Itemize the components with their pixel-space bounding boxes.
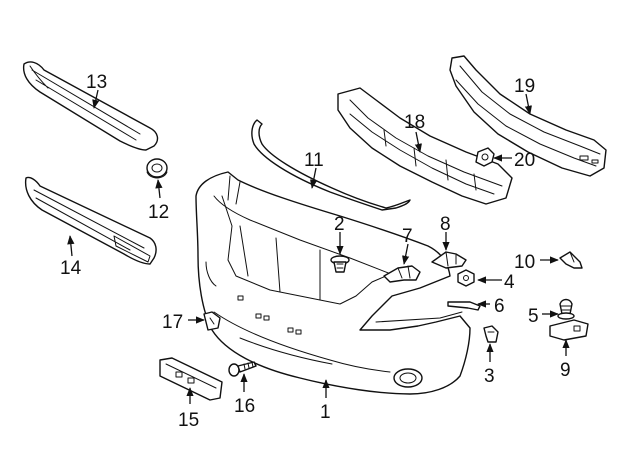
callout-14: 14 [60,258,82,279]
upper-grille-molding [22,61,159,151]
leader-19 [524,93,532,115]
clip-part-3 [483,325,499,343]
callout-3: 3 [484,366,495,387]
bracket-part-7 [383,265,421,283]
nut-part-20 [475,147,495,167]
callout-15: 15 [178,410,199,431]
leader-13 [92,89,100,109]
callout-1: 1 [320,402,331,423]
bumper-reinforcement [449,55,607,177]
callout-7: 7 [402,226,413,247]
callout-19: 19 [514,76,535,97]
strip-part-6 [447,301,481,311]
callout-12: 12 [148,202,169,223]
leader-7 [402,243,410,265]
callout-20: 20 [514,150,535,171]
bracket-part-9 [549,319,589,341]
push-clip-part-2 [330,255,350,273]
nut-part-4 [457,269,475,287]
grommet-part-12 [146,158,168,179]
callout-17: 17 [162,312,183,333]
leader-11 [310,167,318,189]
callout-8: 8 [440,214,451,235]
leader-18 [414,131,422,153]
leader-lines [67,89,570,404]
callout-9: 9 [560,360,571,381]
leader-14 [67,235,75,257]
license-plate-bracket [159,357,223,401]
bracket-part-8 [431,251,467,269]
bracket-part-10 [559,251,583,269]
callout-10: 10 [514,252,535,273]
callout-5: 5 [528,306,539,327]
screw-part-16 [228,361,257,377]
energy-absorber [337,87,513,205]
callout-16: 16 [234,396,255,417]
fastener-part-5 [557,298,575,320]
lower-grille-molding [24,176,157,265]
callout-2: 2 [334,214,345,235]
callout-18: 18 [404,112,425,133]
callout-labels: 13 12 14 11 2 7 8 18 19 20 10 4 6 5 9 3 … [60,72,571,431]
callout-13: 13 [86,72,107,93]
callout-11: 11 [304,150,324,171]
leader-12 [155,179,163,199]
callout-4: 4 [504,272,515,293]
bumper-cover [195,171,471,395]
upper-seal-strip [251,119,411,211]
callout-6: 6 [494,296,505,317]
clip-part-17 [203,311,221,331]
